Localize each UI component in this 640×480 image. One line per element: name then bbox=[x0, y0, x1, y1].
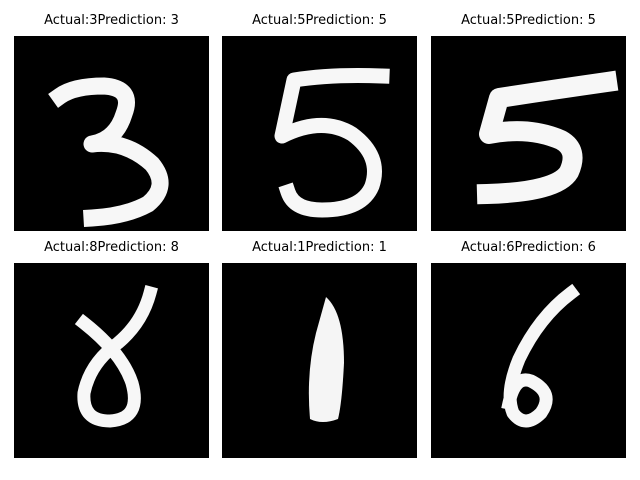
digit-image-6 bbox=[431, 263, 626, 458]
panel-title: Actual:8Prediction: 8 bbox=[44, 240, 179, 255]
prediction-panel-2: Actual:5Prediction: 5 bbox=[222, 11, 417, 231]
panel-title: Actual:1Prediction: 1 bbox=[252, 240, 387, 255]
panel-title: Actual:6Prediction: 6 bbox=[461, 240, 596, 255]
prediction-panel-3: Actual:5Prediction: 5 bbox=[431, 11, 626, 231]
digit-image-3 bbox=[14, 36, 209, 231]
digit-image-5 bbox=[222, 36, 417, 231]
digit-image-8 bbox=[14, 263, 209, 458]
digit-image-5 bbox=[431, 36, 626, 231]
prediction-panel-4: Actual:8Prediction: 8 bbox=[14, 238, 209, 458]
prediction-panel-1: Actual:3Prediction: 3 bbox=[14, 11, 209, 231]
panel-title: Actual:5Prediction: 5 bbox=[461, 13, 596, 28]
prediction-panel-5: Actual:1Prediction: 1 bbox=[222, 238, 417, 458]
panel-title: Actual:3Prediction: 3 bbox=[44, 13, 179, 28]
digit-image-1 bbox=[222, 263, 417, 458]
panel-title: Actual:5Prediction: 5 bbox=[252, 13, 387, 28]
prediction-panel-6: Actual:6Prediction: 6 bbox=[431, 238, 626, 458]
